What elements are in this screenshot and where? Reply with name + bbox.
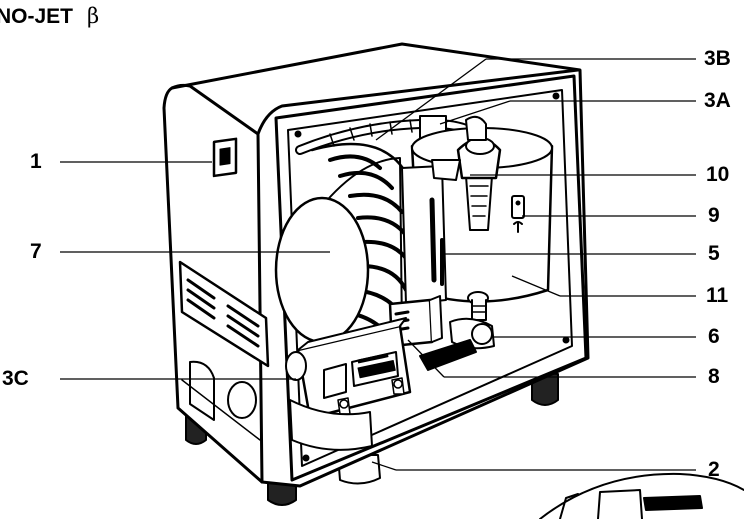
label-10: 10	[706, 163, 730, 186]
diagram-title: NO-JET β	[0, 4, 99, 29]
label-2: 2	[708, 458, 720, 481]
label-8: 8	[708, 365, 720, 388]
label-3a: 3A	[704, 89, 731, 112]
label-9: 9	[708, 204, 720, 227]
pressure-fitting	[419, 291, 495, 371]
feet	[185, 371, 559, 506]
label-7: 7	[30, 240, 42, 263]
detail-inset	[539, 472, 744, 519]
valve-box	[285, 317, 412, 451]
side-panel	[178, 137, 270, 441]
label-11: 11	[706, 284, 729, 307]
label-3c: 3C	[2, 367, 29, 390]
drain-valve	[511, 195, 525, 233]
filter-unit	[431, 115, 502, 231]
title-symbol: β	[87, 4, 100, 28]
label-5: 5	[708, 242, 720, 265]
title-text: NO-JET	[0, 5, 74, 28]
label-6: 6	[708, 325, 720, 348]
label-1: 1	[30, 150, 42, 173]
fan-shroud	[274, 142, 422, 362]
label-3b: 3B	[704, 47, 731, 70]
leader-lines	[60, 58, 696, 471]
